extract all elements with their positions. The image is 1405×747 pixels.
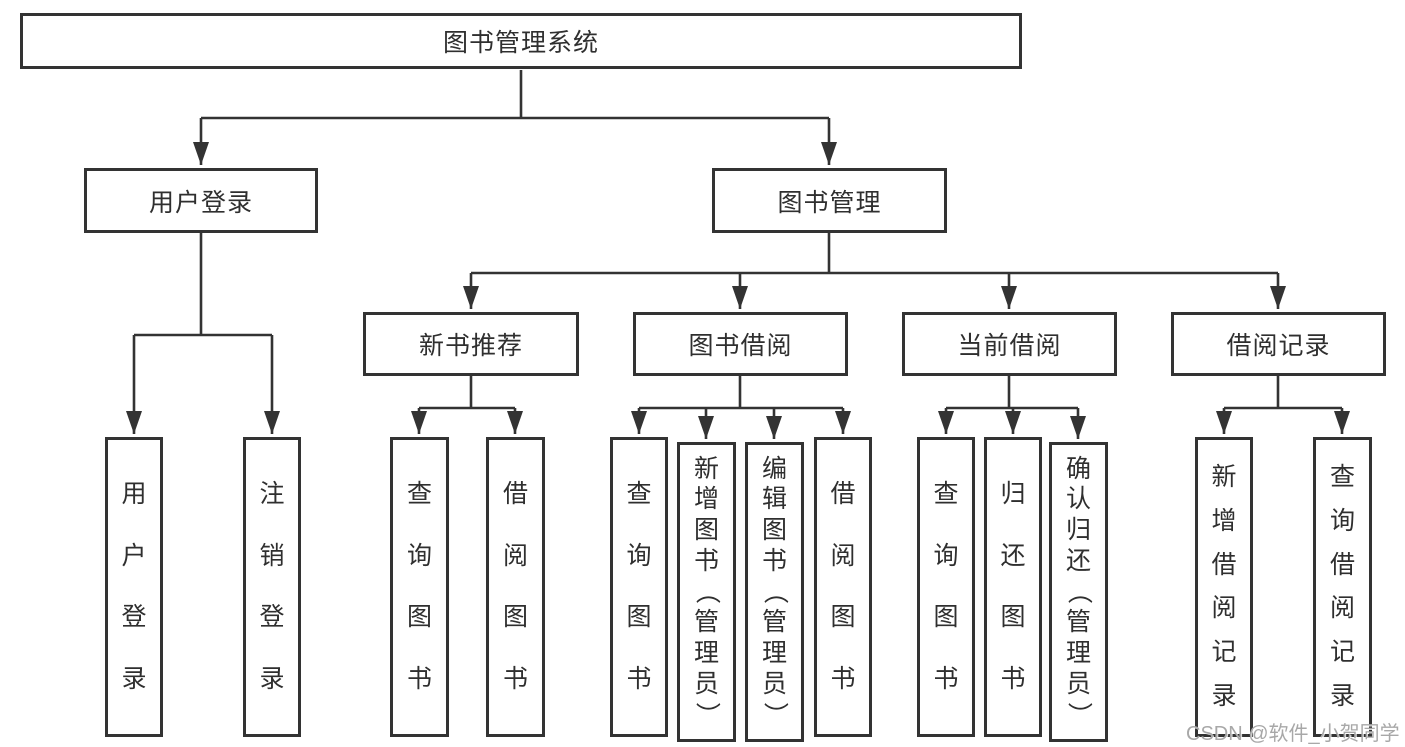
node-book-borrow: 图书借阅 — [633, 312, 848, 376]
leaf-return-books: 归还图书 — [984, 437, 1042, 737]
leaf-recommend-query-books: 查询图书 — [390, 437, 449, 737]
leaf-recommend-borrow-books: 借阅图书 — [486, 437, 545, 737]
node-new-book-recommend: 新书推荐 — [363, 312, 579, 376]
leaf-edit-books-admin: 编辑图书（管理员） — [745, 442, 804, 742]
leaf-logout: 注销登录 — [243, 437, 301, 737]
node-borrow-records: 借阅记录 — [1171, 312, 1386, 376]
watermark-text: CSDN @软件_小贺同学 — [1186, 723, 1400, 745]
node-user-login: 用户登录 — [84, 168, 318, 233]
leaf-current-query-books: 查询图书 — [917, 437, 975, 737]
leaf-confirm-return-admin: 确认归还（管理员） — [1049, 442, 1108, 742]
leaf-user-login: 用户登录 — [105, 437, 163, 737]
node-root-system: 图书管理系统 — [20, 13, 1022, 69]
leaf-borrow-query-books: 查询图书 — [610, 437, 668, 737]
leaf-add-borrow-record: 新增借阅记录 — [1195, 437, 1253, 737]
leaf-borrow-books: 借阅图书 — [814, 437, 872, 737]
node-current-borrow: 当前借阅 — [902, 312, 1117, 376]
leaf-query-borrow-record: 查询借阅记录 — [1313, 437, 1372, 737]
node-book-management: 图书管理 — [712, 168, 947, 233]
leaf-add-books-admin: 新增图书（管理员） — [677, 442, 736, 742]
